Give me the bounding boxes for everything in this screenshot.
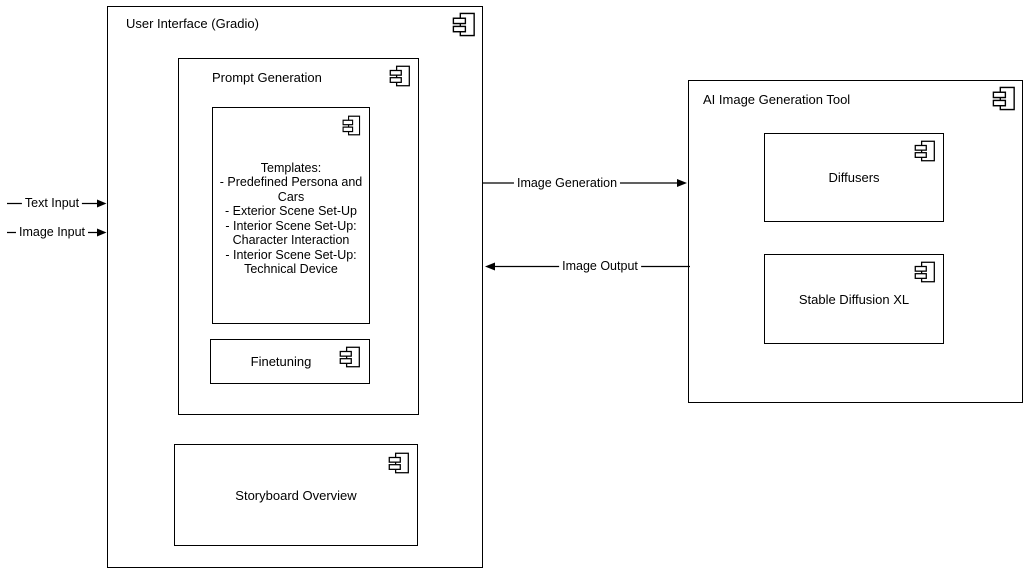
component-icon	[339, 346, 361, 368]
component-icon	[342, 115, 361, 136]
prompt-generation-component-box: Prompt Generation Templates: - Predefine…	[178, 58, 419, 415]
image-generation-arrow-label: Image Generation	[513, 176, 621, 190]
templates-component-box: Templates: - Predefined Persona and Cars…	[212, 107, 370, 324]
ui-gradio-component-box: User Interface (Gradio) Prompt Generatio…	[107, 6, 483, 568]
ai-image-generation-tool-component-box: AI Image Generation Tool Diffusers Stabl…	[688, 80, 1023, 403]
image-output-arrow-label: Image Output	[559, 259, 641, 273]
storyboard-overview-label: Storyboard Overview	[235, 487, 357, 503]
ui-gradio-title: User Interface (Gradio)	[126, 16, 259, 31]
component-icon	[388, 452, 410, 474]
finetuning-label: Finetuning	[250, 354, 312, 369]
diffusers-component-box: Diffusers	[764, 133, 944, 222]
component-icon	[389, 65, 411, 87]
templates-list-text: Templates: - Predefined Persona and Cars…	[219, 160, 363, 277]
stable-diffusion-xl-label: Stable Diffusion XL	[798, 291, 910, 307]
component-icon	[914, 140, 936, 162]
text-input-arrow-label: Text Input	[21, 196, 83, 210]
component-icon	[914, 261, 936, 283]
diffusers-label: Diffusers	[828, 170, 880, 185]
component-icon	[452, 12, 476, 37]
image-input-arrow-label: Image Input	[15, 225, 89, 239]
storyboard-overview-component-box: Storyboard Overview	[174, 444, 418, 546]
finetuning-component-box: Finetuning	[210, 339, 370, 384]
component-icon	[992, 86, 1016, 111]
stable-diffusion-xl-component-box: Stable Diffusion XL	[764, 254, 944, 344]
prompt-generation-title: Prompt Generation	[212, 70, 322, 85]
ai-image-generation-tool-title: AI Image Generation Tool	[703, 92, 851, 107]
